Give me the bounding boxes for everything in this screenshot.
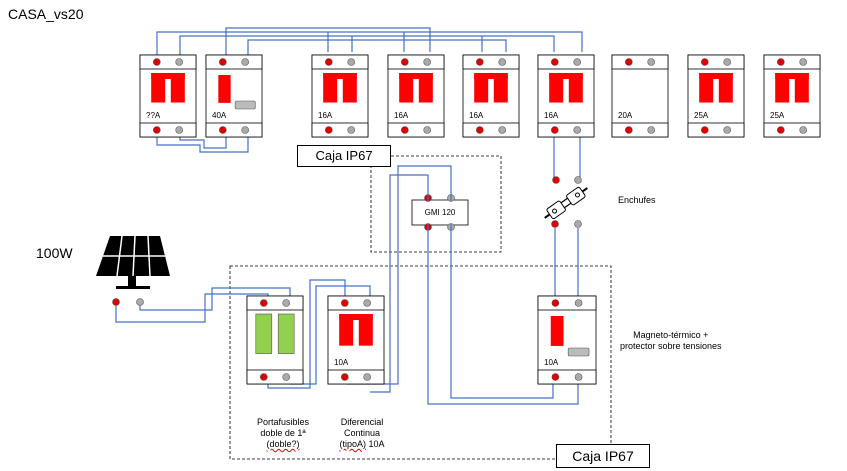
breaker-6: 16A bbox=[537, 54, 595, 138]
mcb-label-line1: Magneto-térmico + bbox=[633, 330, 709, 340]
mcb-surge-breaker: 10A bbox=[537, 295, 597, 385]
gmi-inverter: GMI 120 bbox=[411, 194, 469, 231]
mcb-surge-breaker-rating: 10A bbox=[544, 358, 559, 367]
breaker-3-rating: 16A bbox=[318, 111, 333, 120]
gmi-label: GMI 120 bbox=[425, 208, 456, 217]
breaker-8: 25A bbox=[687, 54, 745, 138]
box-bottom-label: Caja IP67 bbox=[556, 444, 650, 468]
fuse-label-line2: doble de 1ª bbox=[260, 428, 306, 438]
breaker-2-rating: 40A bbox=[212, 111, 227, 120]
breaker-row: ??A 40A 16A 16A 16A 16A 20A 25A 25A bbox=[139, 54, 821, 138]
breaker-9: 25A bbox=[763, 54, 821, 138]
rcd-breaker: 10A bbox=[327, 295, 385, 385]
fuse-holder bbox=[246, 295, 304, 385]
breaker-8-rating: 25A bbox=[694, 111, 709, 120]
breaker-5: 16A bbox=[462, 54, 520, 138]
rcd-label-line2: Continua bbox=[343, 428, 381, 438]
rcd-label: Diferencial Continua (tipoA) 10A bbox=[326, 417, 398, 450]
rcd-label-line3b: 10A bbox=[368, 439, 385, 449]
solar-panel-icon bbox=[96, 235, 170, 306]
lower-devices: 10A 10A bbox=[246, 295, 597, 385]
breaker-3: 16A bbox=[311, 54, 369, 138]
fuse-label-line3: (doble?) bbox=[266, 439, 300, 449]
breaker-7: 20A bbox=[611, 54, 669, 138]
breaker-2: 40A bbox=[205, 54, 263, 138]
busbar-wires bbox=[156, 27, 583, 178]
enclosure-bottom-dashed bbox=[229, 265, 612, 460]
breaker-6-rating: 16A bbox=[544, 111, 559, 120]
rcd-breaker-rating: 10A bbox=[334, 358, 349, 367]
breaker-9-rating: 25A bbox=[770, 111, 785, 120]
panel-power-label: 100W bbox=[36, 245, 73, 261]
breaker-5-rating: 16A bbox=[469, 111, 484, 120]
rcd-label-line3a: (tipoA) bbox=[339, 439, 366, 449]
breaker-4: 16A bbox=[387, 54, 445, 138]
fuse-label-line1: Portafusibles bbox=[256, 417, 310, 427]
enclosure-top-dashed bbox=[370, 155, 502, 253]
box-top-label: Caja IP67 bbox=[297, 145, 391, 167]
breaker-4-rating: 16A bbox=[394, 111, 409, 120]
plug-label: Enchufes bbox=[618, 195, 656, 205]
plug-icon bbox=[544, 186, 588, 220]
breaker-1: ??A bbox=[139, 54, 197, 138]
mcb-label-line2: protector sobre tensiones bbox=[620, 341, 722, 351]
mcb-label: Magneto-térmico + protector sobre tensio… bbox=[620, 330, 722, 352]
diagram-title: CASA_vs20 bbox=[8, 6, 84, 22]
rcd-label-line1: Diferencial bbox=[340, 417, 384, 427]
breaker-7-rating: 20A bbox=[618, 111, 633, 120]
breaker-1-rating: ??A bbox=[146, 111, 161, 120]
fuse-holder-label: Portafusibles doble de 1ª (doble?) bbox=[248, 417, 318, 450]
